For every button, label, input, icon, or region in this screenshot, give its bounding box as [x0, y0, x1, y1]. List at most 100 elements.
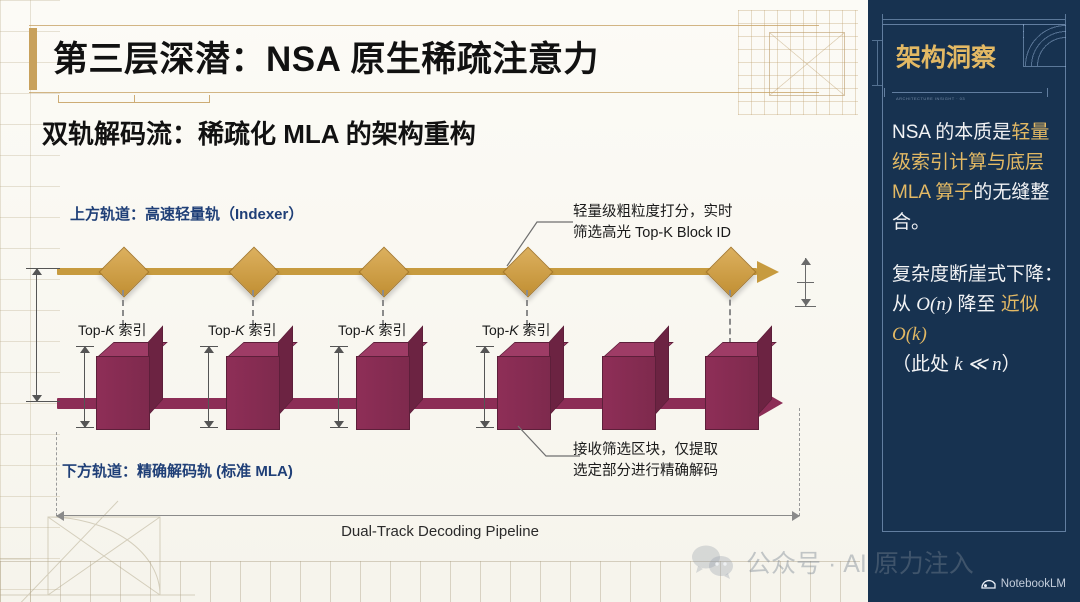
panel-tick-left-decoration: [872, 40, 882, 86]
dimension-cap: [26, 401, 60, 403]
watermark: 公众号 · AI 原力注入: [690, 542, 974, 582]
pipeline-caption: Dual-Track Decoding Pipeline: [341, 523, 539, 540]
mla-block-cube: [356, 325, 428, 436]
wechat-icon: [692, 545, 733, 579]
indexer-node-diamond: [228, 246, 280, 298]
connector-dash: [526, 290, 528, 326]
topk-prefix: Top-: [338, 322, 366, 338]
blueprint-compass-decoration: [0, 500, 195, 602]
connector-dash: [252, 290, 254, 326]
cube-front-face: [497, 356, 551, 430]
cube-front-face: [226, 356, 280, 430]
callout-decoder-line2: 选定部分进行精确解码: [573, 463, 718, 480]
topk-label: Top-K 索引: [78, 320, 146, 340]
notebooklm-label: NotebookLM: [1000, 577, 1066, 590]
topk-prefix: Top-: [482, 322, 510, 338]
blueprint-xbox-icon: [769, 32, 845, 96]
mla-block-cube: [96, 325, 168, 436]
topk-italic-k: K: [509, 322, 519, 338]
panel-p2-e: ）: [1001, 354, 1021, 376]
panel-p2-c: 近似: [1000, 294, 1039, 316]
upper-track-label: 上方轨道：高速轻量轨（Indexer）: [70, 206, 304, 223]
connector-dash: [122, 290, 124, 326]
callout-decoder: 接收筛选区块，仅提取 选定部分进行精确解码: [573, 440, 718, 482]
dimension-line-cube-height: [78, 346, 93, 428]
callout-leader-bottom: [517, 425, 580, 457]
dimension-line-cube-height: [332, 346, 347, 428]
dimension-cap: [200, 427, 218, 429]
topk-italic-k: K: [365, 322, 375, 338]
topk-label: Top-K 索引: [482, 320, 550, 340]
lower-track-label: 下方轨道：精确解码轨 (标准 MLA): [62, 463, 293, 480]
panel-paragraph-2: 复杂度断崖式下降：从 O(n) 降至 近似 O(k) （此处 k ≪ n）: [892, 260, 1068, 380]
callout-indexer: 轻量级粗粒度打分，实时 筛选高光 Top-K Block ID: [573, 202, 733, 244]
dimension-line-pipeline-width: [56, 509, 800, 524]
mla-block-cube: [602, 325, 674, 436]
dimension-cap: [795, 306, 816, 308]
dimension-cap: [476, 427, 494, 429]
connector-dash: [729, 290, 731, 392]
panel-p1-c: 的无缝整合。: [892, 182, 1050, 234]
cube-front-face: [356, 356, 410, 430]
cube-front-face: [705, 356, 759, 430]
callout-indexer-line2: 筛选高光 Top-K Block ID: [573, 225, 731, 242]
blueprint-grid-left: [0, 0, 60, 602]
title-accent-bar: [29, 28, 37, 90]
panel-paragraph-1: NSA 的本质是轻量级索引计算与底层 MLA 算子的无缝整合。: [892, 118, 1068, 238]
panel-corner-arc-decoration: [1023, 24, 1066, 67]
panel-body: NSA 的本质是轻量级索引计算与底层 MLA 算子的无缝整合。 复杂度断崖式下降…: [892, 118, 1068, 402]
dimension-cap: [476, 346, 494, 348]
panel-p1-a: NSA 的本质是: [892, 122, 1012, 143]
title-tick-decoration: [58, 95, 210, 103]
dual-track-diagram: 上方轨道：高速轻量轨（Indexer） 下方轨道：精确解码轨 (标准 MLA) …: [0, 170, 858, 570]
topk-italic-k: K: [235, 322, 245, 338]
page-subtitle: 双轨解码流：稀疏化 MLA 的架构重构: [42, 119, 476, 149]
notebooklm-brand: NotebookLM: [981, 577, 1066, 590]
extension-line: [799, 408, 800, 516]
topk-prefix: Top-: [78, 322, 106, 338]
mla-block-cube: [497, 325, 569, 436]
panel-complexity-ok: O(k): [892, 324, 927, 346]
cube-front-face: [96, 356, 150, 430]
notebooklm-icon: [981, 580, 996, 589]
dimension-line-cube-height: [478, 346, 493, 428]
mla-block-cube: [705, 325, 777, 436]
panel-p2-a: 复杂度断崖式下降：从: [892, 264, 1064, 316]
panel-divider: [884, 88, 1048, 97]
indexer-node-diamond: [705, 246, 757, 298]
extension-line: [56, 432, 57, 516]
topk-label: Top-K 索引: [208, 320, 276, 340]
page-title-container: 第三层深潜：NSA 原生稀疏注意力: [29, 25, 819, 93]
dimension-cap: [76, 427, 94, 429]
dimension-cap: [330, 427, 348, 429]
dimension-line-vertical-overall: [30, 268, 45, 402]
cube-front-face: [602, 356, 656, 430]
topk-suffix: 索引: [244, 322, 277, 338]
panel-k-ll-n: k ≪ n: [954, 354, 1002, 376]
dimension-cap: [200, 346, 218, 348]
callout-leader-top: [506, 221, 573, 267]
dimension-cap: [26, 268, 60, 270]
panel-p2-d: （此处: [892, 354, 955, 376]
dimension-line-cube-height: [202, 346, 217, 428]
topk-prefix: Top-: [208, 322, 236, 338]
panel-title: 架构洞察: [896, 44, 997, 72]
panel-frame-decoration: [882, 24, 1066, 532]
dimension-cap: [330, 346, 348, 348]
dimension-cap: [76, 346, 94, 348]
mla-block-cube: [226, 325, 298, 436]
callout-decoder-line1: 接收筛选区块，仅提取: [573, 442, 718, 458]
indexer-node-diamond: [358, 246, 410, 298]
topk-suffix: 索引: [114, 322, 147, 338]
connector-dash: [382, 290, 384, 326]
dimension-cap: [797, 282, 814, 284]
topk-suffix: 索引: [374, 322, 407, 338]
panel-p1-highlight: 轻量级索引计算与底层 MLA 算子: [892, 122, 1050, 204]
panel-micro-text: ARCHITECTURE INSIGHT · 03: [896, 96, 966, 101]
indexer-track-arrow-icon: [757, 261, 779, 283]
panel-tick-row-decoration: [882, 14, 1066, 24]
page-title: 第三层深潜：NSA 原生稀疏注意力: [53, 39, 599, 79]
callout-indexer-line1: 轻量级粗粒度打分，实时: [573, 204, 733, 220]
watermark-text: 公众号 · AI 原力注入: [746, 550, 974, 578]
